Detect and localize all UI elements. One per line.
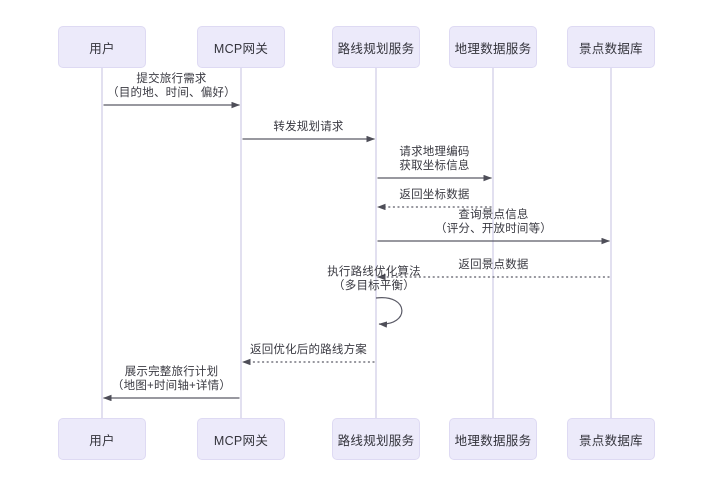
- participant-label: MCP网关: [213, 41, 269, 56]
- message-label-line1: 返回景点数据: [458, 259, 529, 271]
- participant-user-bottom[interactable]: 用户: [58, 418, 146, 460]
- participant-route_service-bottom[interactable]: 路线规划服务: [332, 418, 420, 460]
- message-label-line1: 转发规划请求: [273, 121, 344, 133]
- message-label-line2: （多目标平衡）: [333, 280, 415, 292]
- participant-poi_db-bottom[interactable]: 景点数据库: [567, 418, 655, 460]
- participant-label: MCP网关: [213, 433, 269, 448]
- participant-label: 景点数据库: [578, 41, 643, 56]
- message-arrows-group: [103, 101, 610, 402]
- lifelines-group: [101, 68, 612, 418]
- message-label-line2: （目的地、时间、偏好）: [107, 87, 236, 99]
- message-label-m2: 转发规划请求: [273, 120, 343, 134]
- participant-geo_service-bottom[interactable]: 地理数据服务: [449, 418, 537, 460]
- participant-mcp_gateway-bottom[interactable]: MCP网关: [197, 418, 285, 460]
- message-label-line2: 获取坐标信息: [399, 160, 470, 172]
- message-label-line2: （地图+时间轴+详情）: [111, 380, 232, 392]
- participant-route_service-top[interactable]: 路线规划服务: [332, 26, 420, 68]
- message-label-m4: 返回坐标数据: [399, 188, 469, 202]
- participant-geo_service-top[interactable]: 地理数据服务: [449, 26, 537, 68]
- participant-poi_db-top[interactable]: 景点数据库: [567, 26, 655, 68]
- participant-label: 地理数据服务: [454, 41, 532, 56]
- message-label-line1: 请求地理编码: [399, 146, 470, 158]
- participant-label: 地理数据服务: [454, 433, 532, 448]
- message-label-line1: 返回坐标数据: [399, 189, 470, 201]
- message-label-line1: 执行路线优化算法: [327, 266, 421, 278]
- message-label-line1: 返回优化后的路线方案: [250, 344, 367, 356]
- participant-label: 路线规划服务: [337, 41, 415, 56]
- message-label-m8: 返回优化后的路线方案: [250, 343, 367, 357]
- message-label-line1: 查询景点信息: [458, 209, 529, 221]
- message-label-m9: 展示完整旅行计划 （地图+时间轴+详情）: [112, 365, 231, 393]
- message-label-m6: 返回景点数据: [458, 258, 528, 272]
- message-label-m7: 执行路线优化算法 （多目标平衡）: [327, 265, 421, 293]
- message-label-line1: 提交旅行需求: [136, 73, 207, 85]
- participant-mcp_gateway-top[interactable]: MCP网关: [197, 26, 285, 68]
- participant-label: 用户: [89, 433, 115, 448]
- message-label-line2: （评分、开放时间等）: [435, 223, 552, 235]
- participant-label: 用户: [89, 41, 115, 56]
- message-label-m1: 提交旅行需求 （目的地、时间、偏好）: [107, 72, 236, 100]
- message-label-line1: 展示完整旅行计划: [124, 366, 219, 378]
- participant-label: 景点数据库: [578, 433, 643, 448]
- participant-user-top[interactable]: 用户: [58, 26, 146, 68]
- message-label-m3: 请求地理编码获取坐标信息: [399, 145, 469, 173]
- message-arrow-m7: [375, 297, 403, 328]
- message-label-m5: 查询景点信息 （评分、开放时间等）: [435, 208, 552, 236]
- participant-label: 路线规划服务: [337, 433, 415, 448]
